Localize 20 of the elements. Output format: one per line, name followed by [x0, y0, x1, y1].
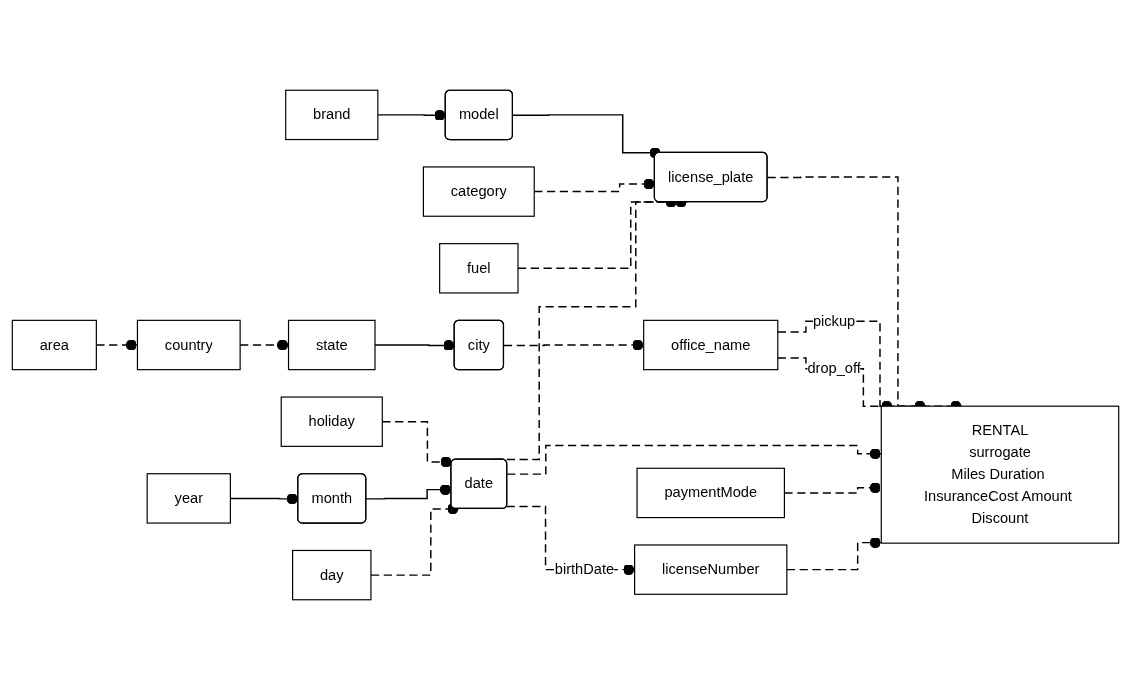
node-box: office_name: [643, 319, 779, 371]
node-box: year: [146, 473, 231, 524]
node-box: fuel: [439, 243, 519, 294]
edge-label: drop_off: [807, 360, 861, 377]
node-box: area: [11, 319, 97, 371]
connector: [786, 537, 882, 571]
connector: [506, 444, 882, 475]
node-box: RENTAL surrogate Miles Duration InsuranceCost Amount Discount: [880, 405, 1120, 544]
node-box: day: [292, 549, 372, 601]
node-box: state: [287, 319, 376, 371]
node-box: licenseNumber: [634, 544, 788, 595]
connector: [370, 503, 460, 576]
node-box: brand: [285, 89, 379, 141]
connector: [512, 114, 662, 159]
node-box: holiday: [280, 396, 383, 447]
edge-label: birthDate: [554, 561, 615, 577]
node-box: country: [136, 319, 241, 371]
edge-label: pickup: [812, 313, 856, 329]
node-box: paymentMode: [636, 467, 785, 519]
node-box: category: [422, 166, 535, 217]
